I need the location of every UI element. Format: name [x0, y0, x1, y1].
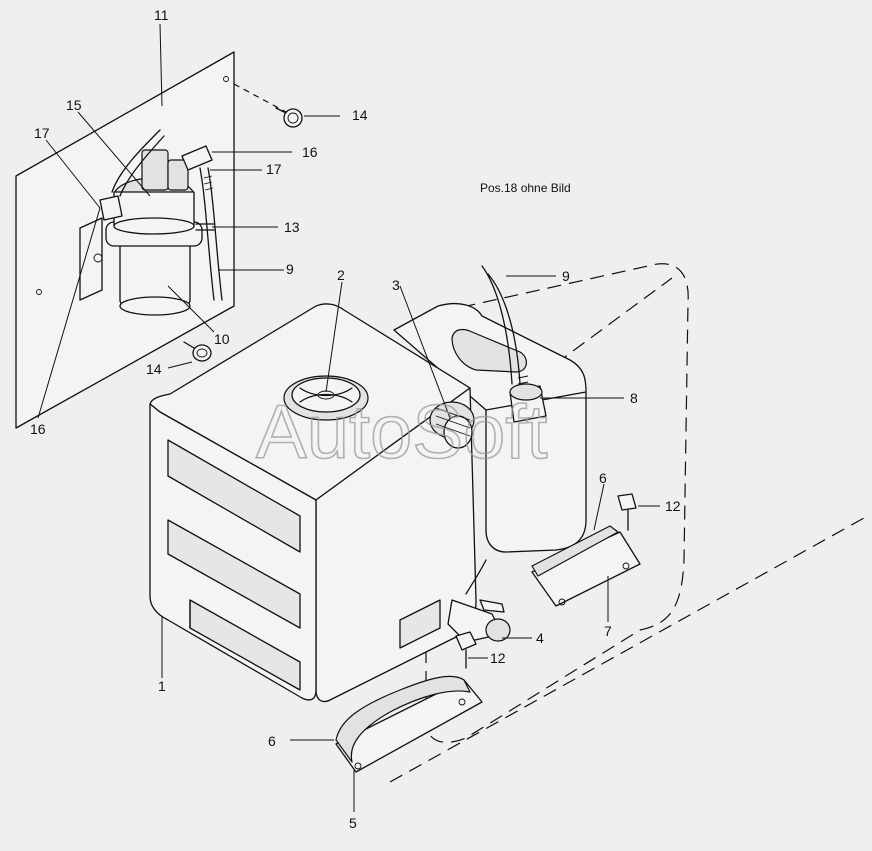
pump	[429, 401, 475, 449]
callout-15: 15	[66, 97, 82, 113]
callout-4: 4	[536, 630, 544, 646]
callout-1: 1	[158, 678, 166, 694]
bolts	[455, 493, 637, 669]
bracket-lower	[335, 675, 483, 773]
bracket-right	[531, 525, 641, 607]
callout-16-top: 16	[302, 144, 318, 160]
callout-9-right: 9	[562, 268, 570, 284]
callout-13: 13	[284, 219, 300, 235]
callout-14-lower: 14	[146, 361, 162, 377]
callout-17-left: 17	[34, 125, 50, 141]
filler-cap	[283, 375, 369, 421]
callout-16-lower: 16	[30, 421, 46, 437]
callout-2: 2	[337, 267, 345, 283]
rear-canister	[393, 265, 587, 553]
main-tank	[149, 303, 477, 703]
callout-12-lower: 12	[490, 650, 506, 666]
note-text: Pos.18 ohne Bild	[480, 181, 571, 195]
callout-5: 5	[349, 815, 357, 831]
callout-8: 8	[630, 390, 638, 406]
callout-17-right: 17	[266, 161, 282, 177]
callout-10: 10	[214, 331, 230, 347]
callout-6-right: 6	[599, 470, 607, 486]
callout-14-top: 14	[352, 107, 368, 123]
tap	[447, 559, 511, 643]
screw-top	[233, 83, 303, 128]
callout-6-lower: 6	[268, 733, 276, 749]
filter-assembly	[79, 129, 223, 316]
callout-12-right: 12	[665, 498, 681, 514]
callout-7: 7	[604, 623, 612, 639]
leader-lines	[37, 23, 660, 812]
screw-lower	[183, 341, 212, 362]
callout-labels: 11 15 17 14 16 17 Pos.18 ohne Bild 13 9 …	[30, 7, 681, 831]
callout-9-left: 9	[286, 261, 294, 277]
watermark: AutoSoft	[256, 390, 548, 475]
callout-11: 11	[154, 7, 169, 23]
callout-3: 3	[392, 277, 400, 293]
